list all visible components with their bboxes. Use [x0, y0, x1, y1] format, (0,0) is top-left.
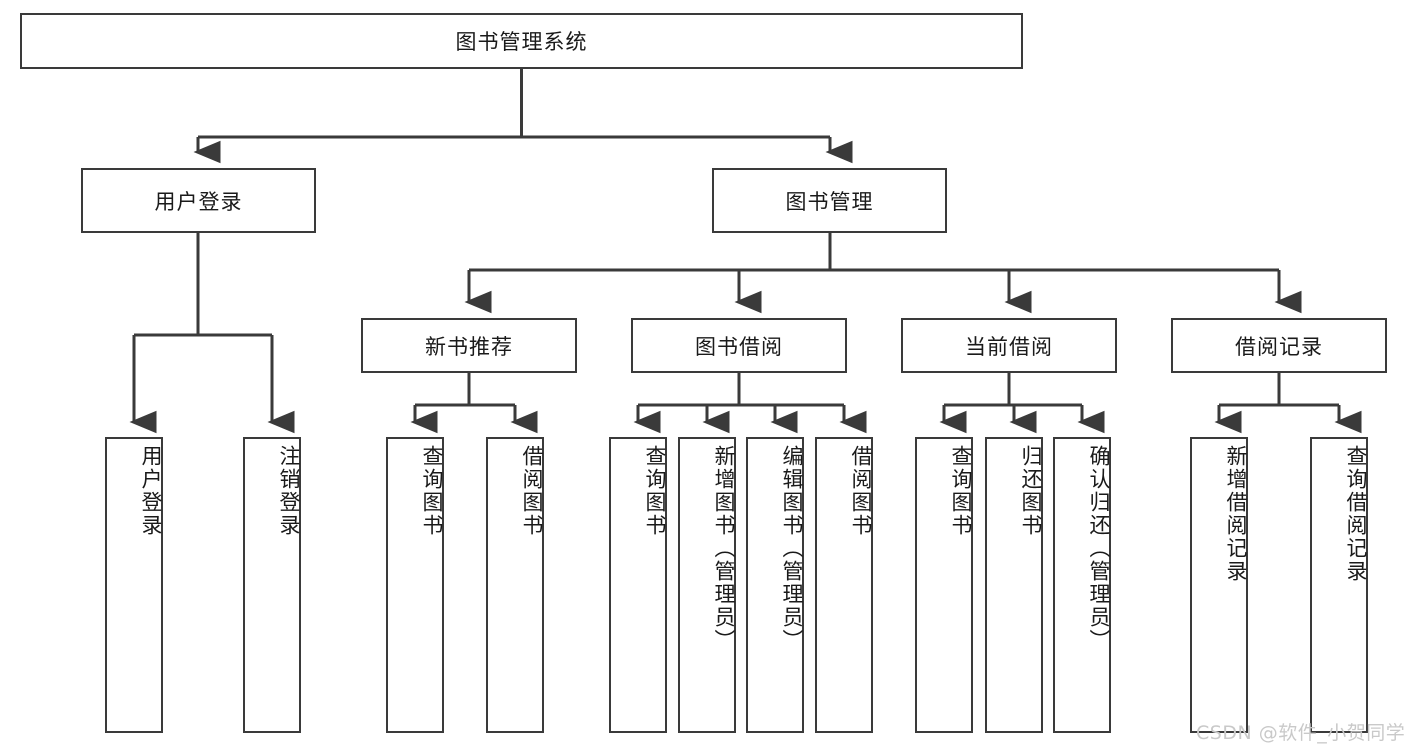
- leaf-user-login[interactable]: 用户登录: [105, 437, 163, 733]
- leaf-query-book-3[interactable]: 查询图书: [915, 437, 973, 733]
- leaf-query-borrow-record[interactable]: 查询借阅记录: [1310, 437, 1368, 733]
- node-current-borrow[interactable]: 当前借阅: [901, 318, 1117, 373]
- leaf-borrow-book-1[interactable]: 借阅图书: [486, 437, 544, 733]
- node-book-management[interactable]: 图书管理: [712, 168, 947, 233]
- leaf-add-borrow-record[interactable]: 新增借阅记录: [1190, 437, 1248, 733]
- leaf-query-book-2[interactable]: 查询图书: [609, 437, 667, 733]
- leaf-add-book-admin[interactable]: 新增图书（管理员）: [678, 437, 736, 733]
- leaf-user-logout[interactable]: 注销登录: [243, 437, 301, 733]
- node-user-login[interactable]: 用户登录: [81, 168, 316, 233]
- leaf-borrow-book-2[interactable]: 借阅图书: [815, 437, 873, 733]
- node-book-borrow[interactable]: 图书借阅: [631, 318, 847, 373]
- node-new-book-recommend[interactable]: 新书推荐: [361, 318, 577, 373]
- leaf-query-book-1[interactable]: 查询图书: [386, 437, 444, 733]
- node-borrow-records[interactable]: 借阅记录: [1171, 318, 1387, 373]
- node-root[interactable]: 图书管理系统: [20, 13, 1023, 69]
- leaf-return-book[interactable]: 归还图书: [985, 437, 1043, 733]
- csdn-watermark: CSDN @软件_小贺同学: [1196, 722, 1405, 744]
- leaf-confirm-return-admin[interactable]: 确认归还（管理员）: [1053, 437, 1111, 733]
- leaf-edit-book-admin[interactable]: 编辑图书（管理员）: [746, 437, 804, 733]
